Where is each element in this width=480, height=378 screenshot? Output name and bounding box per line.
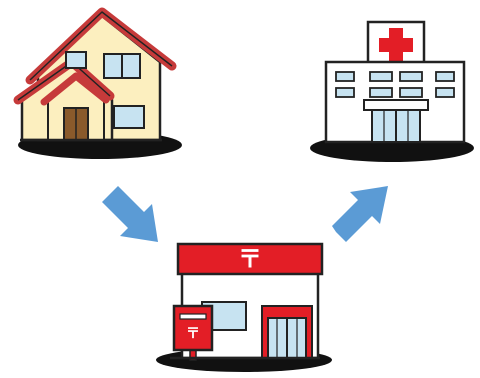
hospital-window [399,71,423,82]
hospital-window [435,71,455,82]
house-window [113,105,145,129]
post-office-icon: 〒 〒 [156,242,332,372]
hospital-window [369,71,393,82]
red-cross-icon [379,28,413,62]
hospital-window [399,87,423,98]
hospital-window [335,71,355,82]
post-mark-sign: 〒 [238,245,262,273]
arrow-up-right-icon [332,186,388,242]
house-window [65,51,87,69]
hospital-window [435,87,455,98]
mailbox-mark: 〒 [186,326,200,342]
hospital-window [369,87,393,98]
mailbox-icon: 〒 [172,304,214,361]
house-icon [13,7,182,159]
post-office-sign [176,242,324,276]
hospital-icon [310,20,474,162]
hospital-window [335,87,355,98]
arrow-down-right-icon [102,186,158,242]
